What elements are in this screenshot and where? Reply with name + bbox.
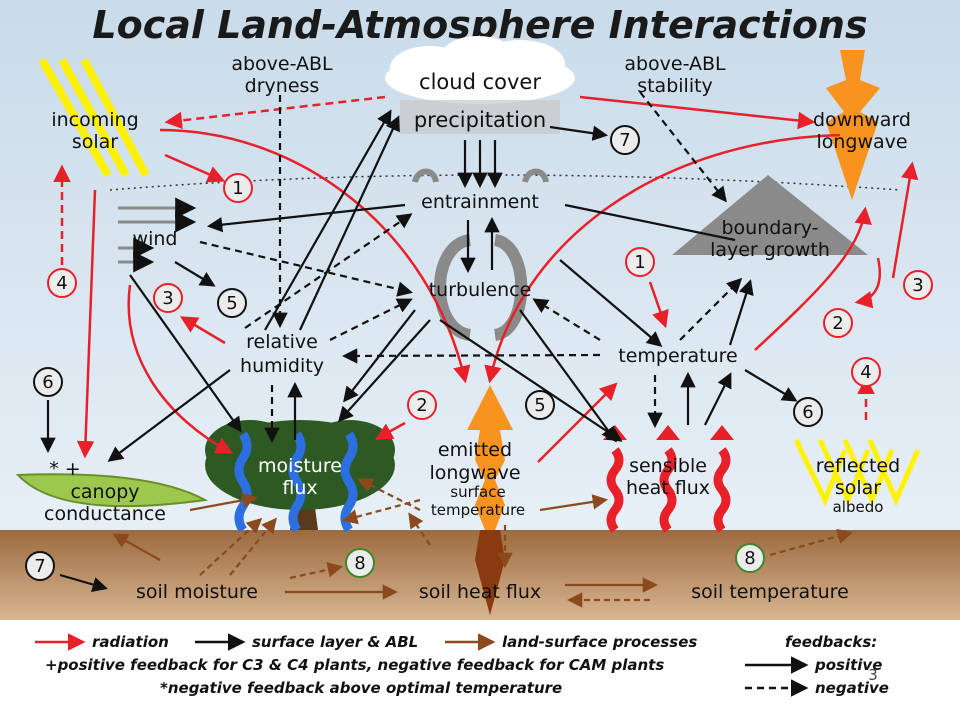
reflected-solar-line2: solar [835, 477, 881, 499]
legend-radiation: radiation [92, 633, 169, 651]
leaf-icon [15, 473, 209, 508]
page-number: 3 [868, 666, 878, 684]
circle-5-center: 5 [534, 395, 545, 416]
sensible-heat-line1: sensible [629, 455, 707, 477]
legend-surface-layer: surface layer & ABL [252, 633, 418, 651]
label-soil-heat-flux: soil heat flux [419, 581, 541, 603]
emitted-longwave-line1: emitted [438, 439, 512, 461]
relative-humidity-line1: relative [246, 331, 318, 353]
incoming-solar-icon [38, 58, 150, 177]
label-emitted-longwave: emitted longwave [429, 439, 520, 484]
boundary-layer-triangle [672, 175, 868, 255]
circle-5-left: 5 [226, 293, 237, 314]
circle-6-left: 6 [42, 372, 53, 393]
label-precipitation: precipitation [414, 108, 546, 132]
relative-humidity-line2: humidity [240, 355, 324, 377]
canopy-conductance-line1: canopy [70, 481, 139, 503]
circle-1-right: 1 [634, 252, 645, 273]
boundary-layer-line2: layer growth [710, 239, 830, 261]
incoming-solar-line1: incoming [51, 109, 138, 131]
canopy-conductance-line2: conductance [44, 503, 166, 525]
circle-2-right: 2 [832, 313, 843, 334]
sensible-heat-icon [606, 447, 731, 533]
label-soil-moisture: soil moisture [136, 581, 258, 603]
label-boundary-layer-growth: boundary- layer growth [710, 217, 830, 261]
boundary-layer-line1: boundary- [721, 217, 818, 239]
above-abl-stability-line1: above-ABL [624, 53, 726, 75]
circle-7-bottom: 7 [34, 556, 45, 577]
label-wind: wind [133, 228, 178, 250]
label-albedo: albedo [833, 498, 884, 516]
downward-longwave-line2: longwave [816, 131, 907, 153]
circle-3-left: 3 [162, 288, 173, 309]
moisture-flux-line1: moisture [258, 455, 342, 477]
cloud-icon [385, 36, 575, 134]
legend-note-star: *negative feedback above optimal tempera… [160, 679, 562, 697]
feedback-number-circles: 1 1 2 2 3 3 4 4 5 5 6 6 7 7 8 8 [25, 125, 933, 581]
label-above-abl-stability: above-ABL stability [624, 53, 726, 97]
label-turbulence: turbulence [429, 279, 532, 301]
soil-heat-icon [475, 530, 505, 615]
label-canopy-conductance: canopy conductance [44, 481, 166, 525]
circle-2-center: 2 [416, 395, 427, 416]
label-cloud-cover: cloud cover [419, 70, 541, 94]
label-above-abl-dryness: above-ABL dryness [231, 53, 333, 97]
circle-3-right: 3 [912, 275, 923, 296]
label-downward-longwave: downward longwave [813, 109, 911, 153]
label-relative-humidity: relative humidity [240, 331, 324, 377]
above-abl-stability-line2: stability [637, 75, 713, 97]
above-abl-dryness-line1: above-ABL [231, 53, 333, 75]
label-surface-temperature: surface temperature [431, 483, 525, 519]
above-abl-dryness-line2: dryness [245, 75, 320, 97]
label-temperature: temperature [618, 345, 737, 367]
label-soil-temperature: soil temperature [691, 581, 849, 603]
downward-longwave-line1: downward [813, 109, 911, 131]
legend-note-plus: +positive feedback for C3 & C4 plants, n… [45, 656, 664, 674]
legend-positive: positive [814, 656, 882, 674]
downward-longwave-icon [826, 50, 880, 200]
wind-icon [118, 197, 197, 273]
moisture-flux-line2: flux [282, 477, 317, 499]
circle-6-right: 6 [802, 402, 813, 423]
incoming-solar-line2: solar [72, 131, 118, 153]
emitted-longwave-line2: longwave [429, 462, 520, 484]
legend-land-surface: land-surface processes [502, 633, 697, 651]
legend-feedbacks: feedbacks: [785, 633, 877, 651]
surface-temperature-line2: temperature [431, 501, 525, 519]
surface-temperature-line1: surface [450, 483, 505, 501]
sensible-heat-line2: heat flux [626, 477, 710, 499]
reflected-solar-line1: reflected [816, 455, 900, 477]
legend-negative: negative [815, 679, 889, 697]
circle-1-top: 1 [232, 178, 243, 199]
legend: radiation surface layer & ABL land-surfa… [35, 633, 889, 697]
label-sensible-heat-flux: sensible heat flux [626, 455, 710, 499]
circle-8-right: 8 [744, 548, 755, 569]
circle-8-left: 8 [354, 553, 365, 574]
label-moisture-flux: moisture flux [258, 455, 342, 499]
land-surface-arrows [112, 478, 853, 608]
label-incoming-solar: incoming solar [51, 109, 138, 153]
circle-7-top: 7 [619, 130, 630, 151]
label-entrainment: entrainment [421, 191, 539, 213]
entrainment-swirl-icon [412, 168, 549, 183]
circle-4-left: 4 [56, 273, 67, 294]
reflected-solar-icon [793, 438, 921, 507]
label-reflected-solar: reflected solar [816, 455, 900, 499]
surface-layer-arrows [40, 91, 798, 592]
circle-4-right: 4 [860, 362, 871, 383]
label-canopy-marks: * + [49, 458, 80, 480]
